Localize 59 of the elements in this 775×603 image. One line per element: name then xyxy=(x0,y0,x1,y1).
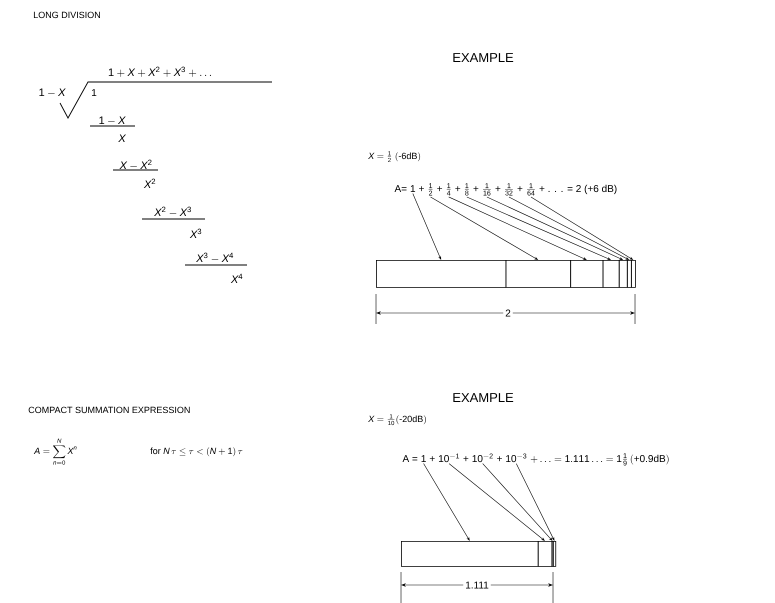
equation-part: + xyxy=(455,186,460,192)
equation-part: A= xyxy=(394,185,407,192)
bar-segment xyxy=(626,260,632,288)
series-term: $10^{-3}$ xyxy=(506,454,526,462)
series-term: $10^{-2}$ xyxy=(472,454,493,462)
equation-part: + xyxy=(497,456,502,462)
equation-part: + xyxy=(430,456,435,462)
equation-part: + xyxy=(496,186,500,192)
series-term: $\frac{1}{32}$ xyxy=(505,183,513,196)
example-heading: EXAMPLE xyxy=(453,393,514,402)
bar-segment xyxy=(618,260,628,288)
equation-part: + xyxy=(473,186,478,192)
equation-part: + xyxy=(463,456,468,462)
leader-arrow xyxy=(423,463,470,541)
series-term: $\frac{1}{16}$ xyxy=(483,183,491,196)
equation-part: + xyxy=(437,186,442,192)
equation-part: + xyxy=(518,186,522,192)
bar-segment xyxy=(570,260,604,288)
equation-part: + . . . = 2 (+6 dB) xyxy=(540,184,617,194)
equation: $X = \frac{1}{10}(\text{-20dB})$ xyxy=(368,414,426,426)
series-term: $\frac{1}{2}$ xyxy=(428,183,433,196)
equation: $X = \frac{1}{2}\ (\text{-6dB})$ xyxy=(368,151,420,162)
bar-segment xyxy=(602,260,620,288)
leader-arrow xyxy=(412,193,442,260)
section-heading: COMPACT SUMMATION EXPRESSION xyxy=(28,406,190,414)
equation-part: $+ \ldots = 1.111 \ldots = 1\frac{1}{9}\,(\text{+0.9dB})$ xyxy=(530,453,669,466)
series-term: $1$ xyxy=(422,455,426,462)
series-term: $\frac{1}{4}$ xyxy=(446,183,451,196)
bar-segment xyxy=(552,541,556,567)
equation-part: + xyxy=(419,186,424,192)
section-heading: LONG DIVISION xyxy=(34,12,100,18)
subtrahend: $X^{2} - X^{3}$ xyxy=(154,206,191,216)
dimension-label: 2 xyxy=(503,308,513,318)
series-term: $\frac{1}{64}$ xyxy=(527,183,535,196)
series-term: $1$ xyxy=(410,185,416,192)
leader-arrow xyxy=(516,463,554,541)
remainder: $X^{2}$ xyxy=(144,178,156,188)
remainder: $X^{3}$ xyxy=(190,228,202,238)
condition-text: $\text{for } N\,\tau \le \tau < (N+1)\,\tau$ xyxy=(150,447,242,456)
bar-segment xyxy=(401,541,539,567)
remainder: $X^{4}$ xyxy=(230,274,242,283)
bar-segment xyxy=(552,541,554,567)
bar-segment xyxy=(506,260,572,288)
quotient: $1 + X + X^{2} + X^{3} + \ldots$ xyxy=(108,66,212,77)
dividend: $1$ xyxy=(92,89,96,96)
bar-segment xyxy=(630,260,636,288)
subtrahend: $X - X^{2}$ xyxy=(119,160,152,169)
bar-segment xyxy=(538,541,552,567)
remainder: $X$ xyxy=(118,134,126,142)
dimension-label: 1.111 xyxy=(463,580,491,590)
bar-segment xyxy=(376,260,506,288)
series-term: $\frac{1}{8}$ xyxy=(464,183,469,196)
subtrahend: $X^{3} - X^{4}$ xyxy=(196,252,234,262)
equation-part: A = xyxy=(402,455,418,462)
series-term: $10^{-1}$ xyxy=(438,454,460,462)
example-heading: EXAMPLE xyxy=(453,53,514,62)
divisor: $1 - X$ xyxy=(39,88,66,96)
summation-formula: $A = \sum_{n=0}^{N} X^{n}$ xyxy=(34,438,77,465)
subtrahend: $1 - X$ xyxy=(99,116,126,124)
